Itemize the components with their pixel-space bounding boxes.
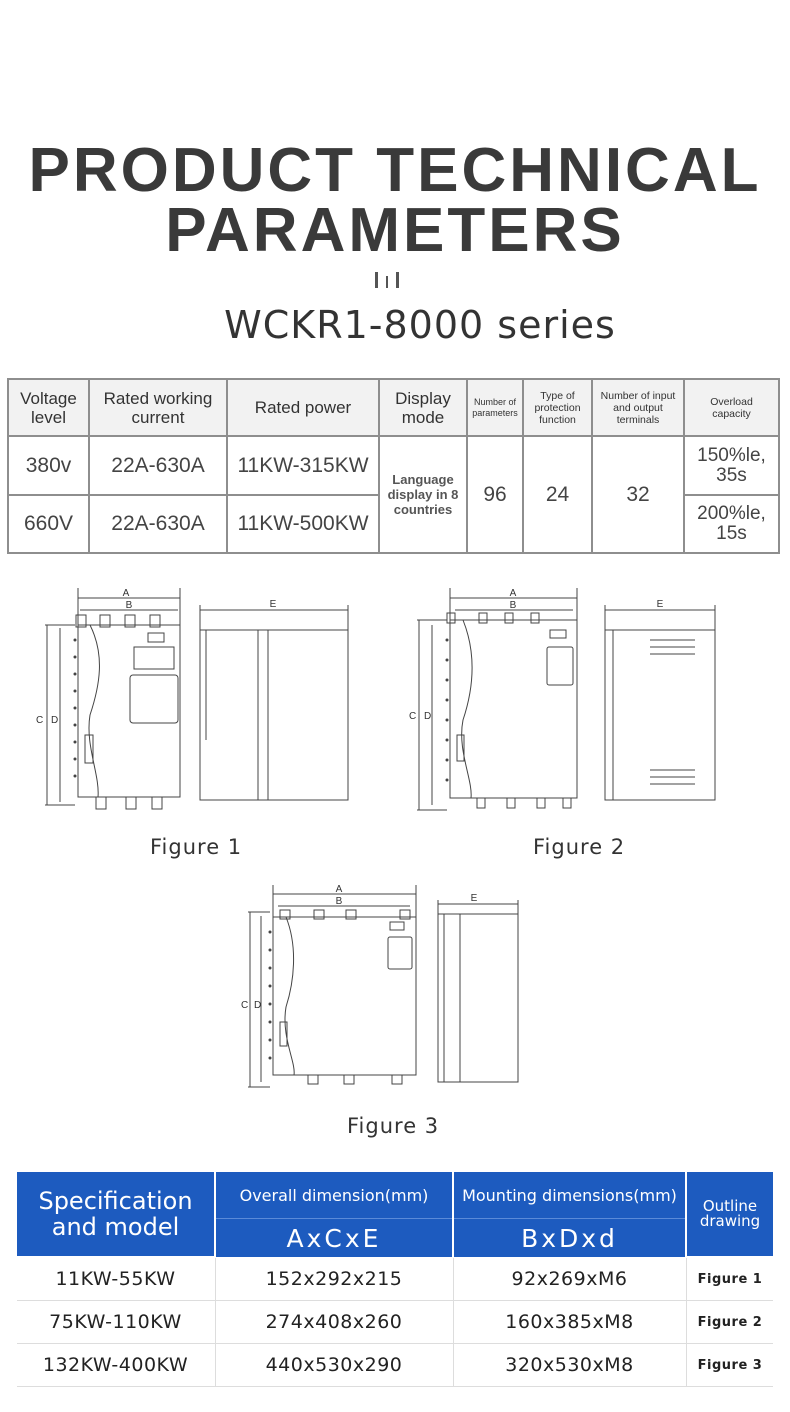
row2-current: 22A-630A — [90, 496, 226, 552]
header-num-params: Number of parameters — [468, 380, 522, 435]
row-overall: 152x292x215 — [265, 1268, 403, 1290]
dimension-table: Specification and model Overall dimensio… — [17, 1172, 773, 1387]
row1-voltage: 380v — [9, 437, 88, 494]
figure1-label: Figure 1 — [150, 835, 243, 859]
row-mounting: 160x385xM8 — [505, 1311, 634, 1333]
row-outline: Figure 1 — [697, 1271, 763, 1287]
fig1-dim-e: E — [270, 599, 277, 610]
row-model: 75KW-110KW — [49, 1311, 182, 1333]
header-spec-model: Specification and model — [17, 1172, 214, 1256]
header-outline: Outline drawing — [687, 1172, 773, 1256]
row1-power: 11KW-315KW — [228, 437, 378, 494]
row1-current: 22A-630A — [90, 437, 226, 494]
header-protection: Type of protection function — [524, 380, 591, 435]
header-terminals: Number of input and output terminals — [593, 380, 683, 435]
header-current: Rated working current — [90, 380, 226, 435]
spec-table: Voltage level Rated working current Rate… — [7, 378, 780, 554]
figure2-label: Figure 2 — [533, 835, 626, 859]
row2-power: 11KW-500KW — [228, 496, 378, 552]
row-outline: Figure 3 — [697, 1357, 763, 1373]
protection-value: 24 — [524, 437, 591, 552]
figure1-drawing: A B C D E — [36, 588, 349, 810]
fig1-dim-b: B — [126, 600, 133, 611]
row-model: 132KW-400KW — [42, 1354, 189, 1376]
row-overall: 440x530x290 — [265, 1354, 403, 1376]
page-title-line2: PARAMETERS — [165, 196, 625, 265]
row-mounting: 320x530xM8 — [505, 1354, 634, 1376]
series-name: WCKR1-8000 series — [224, 303, 616, 347]
table-row: 11KW-55KW 152x292x215 92x269xM6 Figure 1 — [17, 1258, 773, 1301]
row1-overload: 150%le, 35s — [685, 437, 778, 494]
fig3-dim-a: A — [336, 884, 343, 895]
row2-overload: 200%le, 15s — [685, 496, 778, 552]
header-overload: Overload capacity — [685, 380, 778, 435]
display-mode-value: Language display in 8 countries — [380, 437, 466, 552]
fig3-dim-e: E — [471, 893, 478, 904]
header-mounting: Mounting dimensions(mm) — [454, 1172, 685, 1218]
fig2-dim-e: E — [657, 599, 664, 610]
fig1-dim-a: A — [123, 588, 130, 599]
fig2-dim-b: B — [510, 600, 517, 611]
fig3-dim-d: D — [254, 1000, 261, 1011]
header-display: Display mode — [380, 380, 466, 435]
fig1-dim-d: D — [51, 715, 58, 726]
figure3-drawing: A B C D E — [241, 884, 519, 1088]
fig1-dim-c: C — [36, 715, 43, 726]
fig2-dim-a: A — [510, 588, 517, 599]
row2-voltage: 660V — [9, 496, 88, 552]
header-overall: Overall dimension(mm) — [216, 1172, 452, 1218]
fig3-dim-c: C — [241, 1000, 248, 1011]
num-params-value: 96 — [468, 437, 522, 552]
figure2-drawing: A B C D E — [409, 588, 716, 811]
fig2-dim-d: D — [424, 711, 431, 722]
row-model: 11KW-55KW — [55, 1268, 176, 1290]
header-mounting-sub: BxDxd — [454, 1218, 685, 1257]
table-row: 132KW-400KW 440x530x290 320x530xM8 Figur… — [17, 1344, 773, 1387]
header-voltage: Voltage level — [9, 380, 88, 435]
fig3-dim-b: B — [336, 896, 343, 907]
header-overall-sub: AxCxE — [216, 1218, 452, 1257]
header-power: Rated power — [228, 380, 378, 435]
fig2-dim-c: C — [409, 711, 416, 722]
row-overall: 274x408x260 — [265, 1311, 403, 1333]
row-outline: Figure 2 — [697, 1314, 763, 1330]
page-title-line1: PRODUCT TECHNICAL — [28, 136, 762, 205]
table-row: 75KW-110KW 274x408x260 160x385xM8 Figure… — [17, 1301, 773, 1344]
title-divider-icon — [375, 272, 399, 288]
terminals-value: 32 — [593, 437, 683, 552]
row-mounting: 92x269xM6 — [511, 1268, 628, 1290]
figure3-label: Figure 3 — [347, 1114, 440, 1138]
